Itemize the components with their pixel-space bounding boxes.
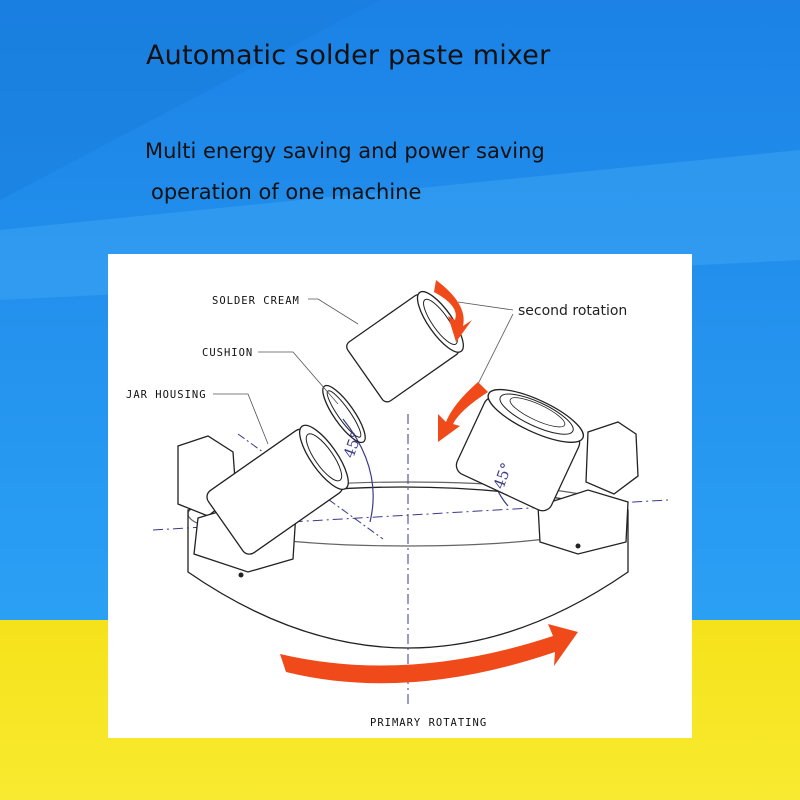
page-title: Automatic solder paste mixer xyxy=(146,40,551,71)
left-jar-axis xyxy=(237,433,384,540)
cushion-leader xyxy=(258,351,339,405)
solder-cream-label: SOLDER CREAM xyxy=(212,295,300,307)
right-jar-housing xyxy=(455,388,639,555)
cushion-ring xyxy=(322,384,366,444)
second-rotation-arrow-right xyxy=(438,382,488,442)
second-rotation-label: second rotation xyxy=(518,303,627,319)
second-rotation-leader-1 xyxy=(457,301,514,311)
jar-housing-label: JAR HOUSING xyxy=(126,389,207,401)
subtitle-line-2: operation of one machine xyxy=(151,180,422,204)
subtitle-line-1: Multi energy saving and power saving xyxy=(145,139,545,163)
cushion-label: CUSHION xyxy=(202,347,253,359)
left-angle-label: 45° xyxy=(340,429,366,460)
primary-rotating-arrow xyxy=(280,624,578,684)
solder-cream-jar xyxy=(346,290,464,403)
pivot-dot-left xyxy=(238,572,244,578)
jar-housing-leader xyxy=(213,393,269,445)
second-rotation-arrow-top xyxy=(434,280,472,342)
mixer-diagram-panel: SOLDER CREAM CUSHION JAR HOUSING second … xyxy=(108,254,692,738)
left-jar-housing xyxy=(177,424,349,573)
mixer-diagram: SOLDER CREAM CUSHION JAR HOUSING second … xyxy=(126,280,669,729)
second-rotation-leader-2 xyxy=(477,313,514,385)
pivot-dot-right xyxy=(575,543,581,549)
solder-cream-leader xyxy=(308,298,359,325)
left-angle-arc xyxy=(342,418,374,523)
primary-rotating-label: PRIMARY ROTATING xyxy=(370,717,487,729)
